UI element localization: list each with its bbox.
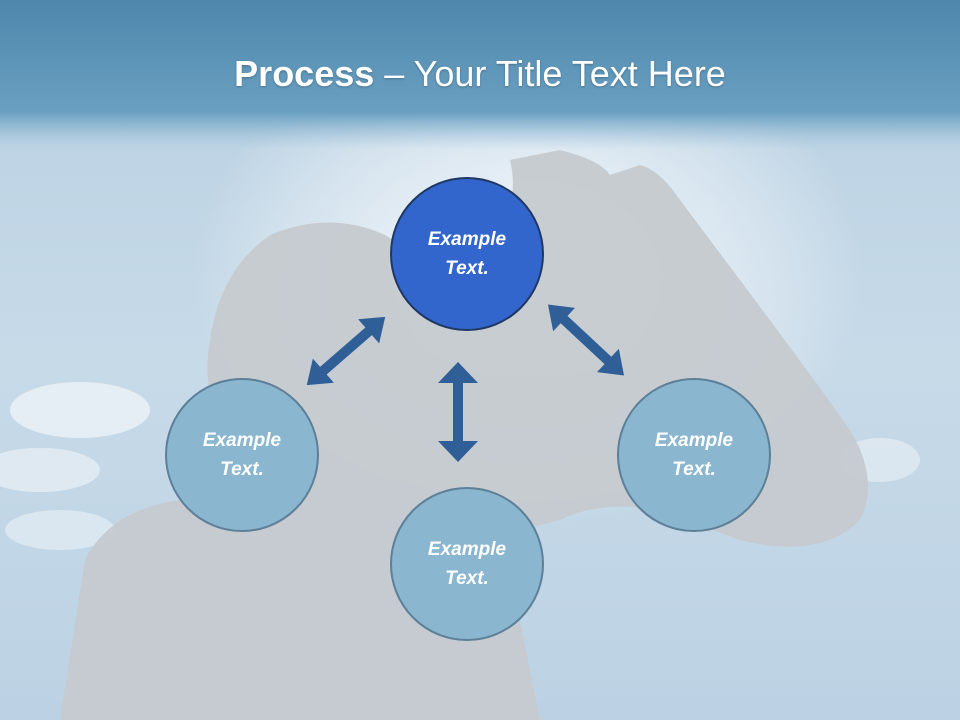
node-right-line2: Text. <box>672 459 716 480</box>
node-bottom-line2: Text. <box>445 568 489 589</box>
title-rest: – Your Title Text Here <box>374 53 726 94</box>
node-top-line2: Text. <box>445 258 489 279</box>
double-arrow-left <box>306 316 386 386</box>
double-arrow-right <box>547 304 625 376</box>
node-bottom-line1: Example <box>427 539 507 560</box>
slide-title: Process – Your Title Text Here <box>0 52 960 96</box>
node-right-line1: Example <box>654 430 734 451</box>
node-right[interactable]: Example Text. <box>617 378 771 532</box>
node-top-line1: Example <box>427 229 507 250</box>
double-arrow-vertical <box>438 362 478 462</box>
node-bottom[interactable]: Example Text. <box>390 487 544 641</box>
node-top[interactable]: Example Text. <box>390 177 544 331</box>
title-bar <box>0 0 960 150</box>
node-left-line1: Example <box>202 430 282 451</box>
title-bold: Process <box>234 53 375 94</box>
node-left[interactable]: Example Text. <box>165 378 319 532</box>
node-left-line2: Text. <box>220 459 264 480</box>
